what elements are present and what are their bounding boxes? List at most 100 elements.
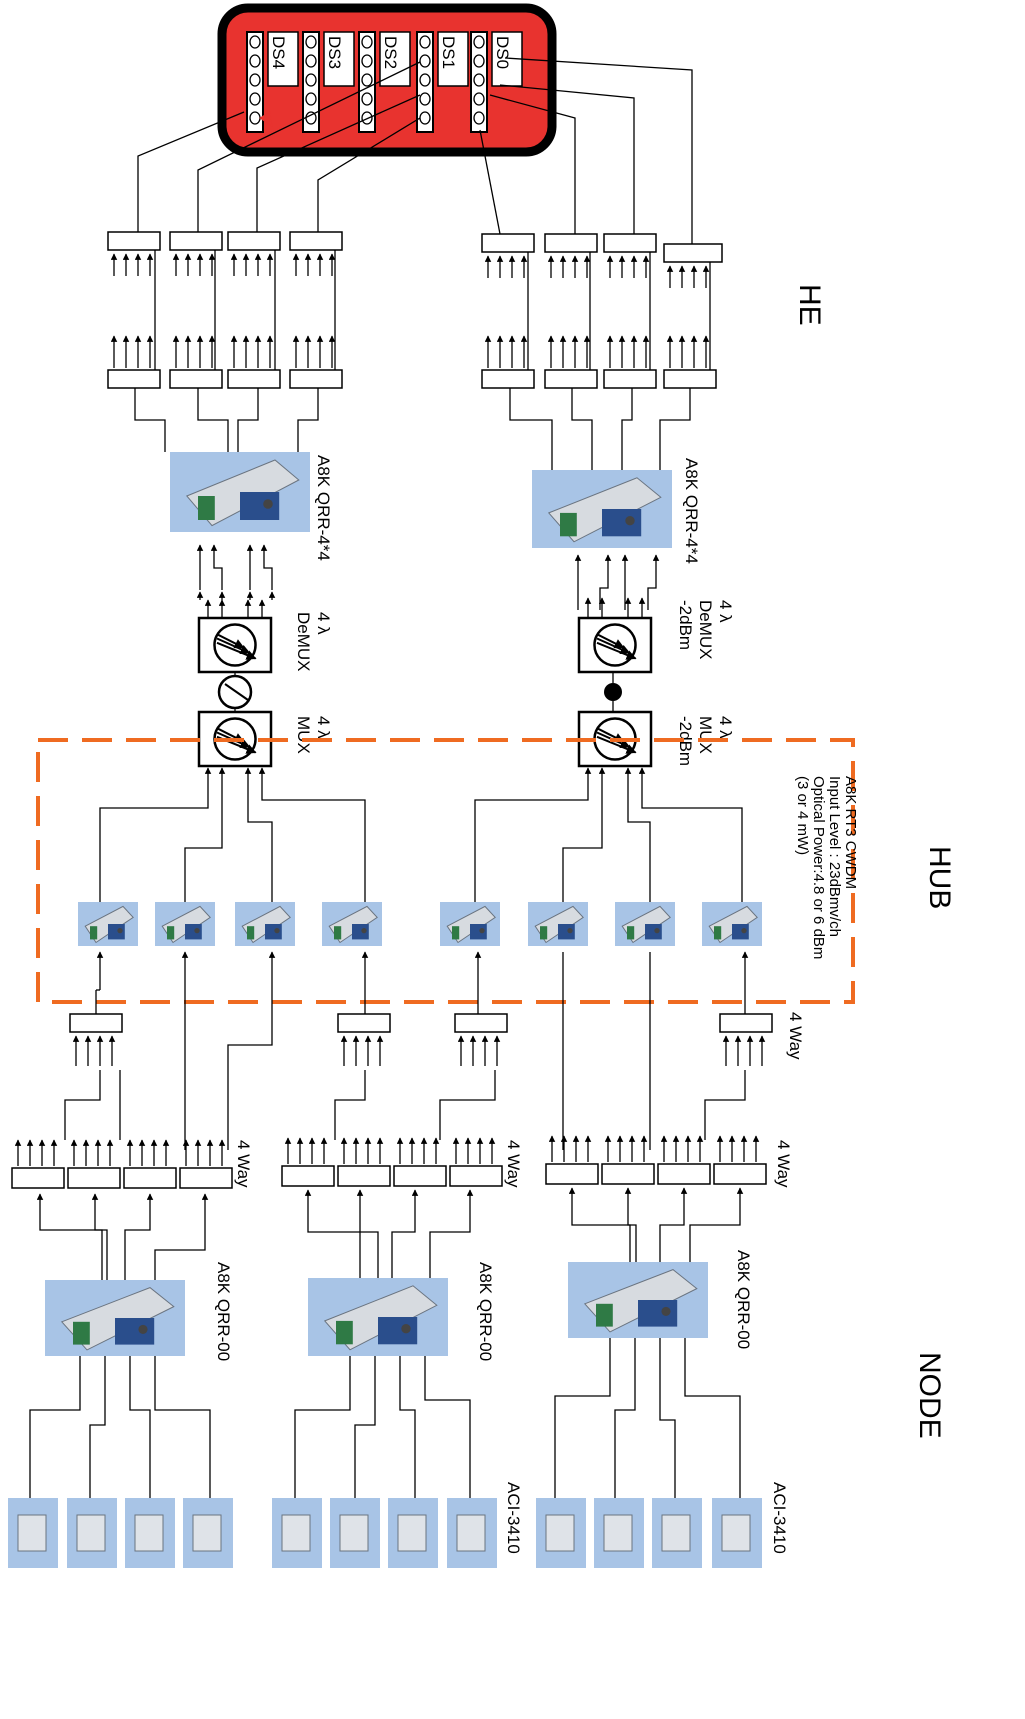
arrow-line xyxy=(210,544,223,590)
ds-port-label: DS1 xyxy=(439,36,458,69)
arrow-line xyxy=(429,1189,474,1278)
splitter-box xyxy=(544,233,598,253)
device-connectors xyxy=(336,1320,353,1345)
port-hole xyxy=(361,54,373,68)
device-connectors xyxy=(167,926,175,940)
port-hole xyxy=(361,35,373,49)
panel-connector xyxy=(137,111,245,232)
splitter-box xyxy=(227,231,281,251)
rt3-transmitter xyxy=(440,902,500,946)
device-connectors xyxy=(596,1303,613,1327)
device-connectors xyxy=(540,926,548,940)
wdm-arrow xyxy=(596,637,631,655)
splitter-box xyxy=(481,233,535,253)
device-label-qrr44: A8K QRR-4*4 xyxy=(314,455,333,561)
device-panel xyxy=(265,924,282,940)
splitter-box xyxy=(169,369,223,389)
device-panel xyxy=(185,924,202,940)
mux-label: 4 λ xyxy=(716,716,735,739)
connector-line xyxy=(197,61,421,232)
wdm-arrow xyxy=(596,633,625,649)
device-label-qrr00: A8K QRR-00 xyxy=(734,1250,753,1349)
connector-line xyxy=(247,790,273,902)
demux-top xyxy=(197,616,273,674)
aci-3410-node xyxy=(183,1498,233,1568)
four-way-label: 4 Way xyxy=(234,1140,253,1188)
device-connectors xyxy=(73,1321,90,1345)
ds-label-bg xyxy=(267,31,299,87)
connector-line xyxy=(294,1356,351,1498)
aci-3410-node xyxy=(8,1498,58,1568)
node-splitter xyxy=(449,1165,503,1187)
rt3-transmitter xyxy=(528,902,588,946)
arrow-line xyxy=(124,1193,154,1280)
connector-line xyxy=(627,790,651,902)
arrow-line xyxy=(647,554,660,610)
aci-label: ACI-3410 xyxy=(504,1482,523,1554)
four-way-label: 4 Way xyxy=(504,1140,523,1188)
ds-port-label: DS2 xyxy=(381,36,400,69)
qrr00-device-left xyxy=(45,1280,185,1356)
port-hole xyxy=(305,92,317,106)
demux-label: DeMUX xyxy=(696,600,715,660)
rt3-transmitter xyxy=(155,902,215,946)
mux-label: MUX xyxy=(696,716,715,754)
port-hole xyxy=(305,54,317,68)
splitter-box xyxy=(169,231,223,251)
marker-triangle xyxy=(259,111,273,128)
connector-line xyxy=(504,57,693,244)
section-node: NODE xyxy=(913,1352,946,1439)
connector-line xyxy=(261,790,366,902)
connector-line xyxy=(64,1070,101,1140)
connector-line xyxy=(297,388,319,452)
four-way-splitter xyxy=(454,1013,508,1033)
arrow-line xyxy=(689,1187,744,1262)
device-connectors xyxy=(334,926,342,940)
aci-body xyxy=(76,1514,106,1552)
device-connectors xyxy=(560,512,577,537)
demux-label: 4 λ xyxy=(314,612,333,635)
device-knob xyxy=(479,927,485,934)
aci-3410-node xyxy=(388,1498,438,1568)
connector-line xyxy=(439,1070,496,1140)
device-panel xyxy=(470,924,487,940)
connector-line xyxy=(499,84,635,234)
aci-body xyxy=(281,1514,311,1552)
aci-3410-node xyxy=(536,1498,586,1568)
aci-label: ACI-3410 xyxy=(770,1482,789,1554)
node-splitter xyxy=(657,1163,711,1185)
device-panel xyxy=(602,509,642,537)
wdm-arrow xyxy=(216,637,251,655)
port-hole xyxy=(249,54,261,68)
rt3-transmitter xyxy=(702,902,762,946)
node-splitter xyxy=(11,1167,65,1189)
device-connectors xyxy=(714,926,722,940)
wdm-arrow xyxy=(596,641,637,660)
connector-line xyxy=(489,94,576,234)
port-hole xyxy=(361,73,373,87)
device-connectors xyxy=(247,926,255,940)
aci-3410-node xyxy=(272,1498,322,1568)
aci-body xyxy=(456,1514,486,1552)
connector-line xyxy=(197,388,229,452)
port-hole xyxy=(419,111,431,125)
arrow-line xyxy=(304,1189,379,1278)
section-hub: HUB xyxy=(923,846,956,909)
port-hole xyxy=(419,92,431,106)
arrow-line xyxy=(659,1187,688,1262)
splitter-box xyxy=(227,369,281,389)
aci-body xyxy=(603,1514,633,1552)
connector-line xyxy=(399,1356,416,1498)
arrow-line xyxy=(260,544,273,590)
aci-3410-node xyxy=(330,1498,380,1568)
port-hole xyxy=(249,35,261,49)
connector-line xyxy=(479,129,501,235)
device-knob xyxy=(661,1306,671,1316)
port-hole xyxy=(249,111,261,125)
port-hole xyxy=(473,111,485,125)
device-panel xyxy=(732,924,749,940)
arrow-line xyxy=(391,1189,419,1278)
port-hole xyxy=(249,92,261,106)
splitter-box xyxy=(544,369,598,389)
